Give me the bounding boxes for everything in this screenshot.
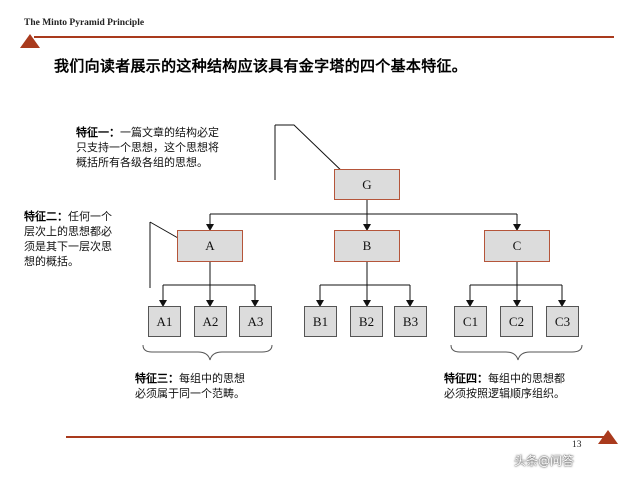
node-mid-c: C: [484, 230, 550, 262]
node-leaf-c3: C3: [546, 306, 579, 337]
slide-heading: 我们向读者展示的这种结构应该具有金字塔的四个基本特征。: [54, 57, 468, 75]
feature-three-note: 特征三：每组中的思想 必须属于同一个范畴。: [135, 372, 245, 400]
feature-four-note: 特征四：每组中的思想都 必须按照逻辑顺序组织。: [444, 372, 565, 400]
top-divider: [34, 36, 614, 38]
header-title: The Minto Pyramid Principle: [24, 18, 145, 28]
node-leaf-c2: C2: [500, 306, 533, 337]
bottom-divider: [66, 436, 611, 438]
node-leaf-a2: A2: [194, 306, 227, 337]
node-leaf-b1: B1: [304, 306, 337, 337]
node-root: G: [334, 169, 400, 200]
node-leaf-b2: B2: [350, 306, 383, 337]
node-leaf-a1: A1: [148, 306, 181, 337]
node-leaf-b3: B3: [394, 306, 427, 337]
triangle-bottom-icon: [598, 430, 618, 444]
feature-two-note: 特征二：任何一个 层次上的思想都必 须是其下一层次思 想的概括。: [24, 210, 112, 268]
feature-one-note: 特征一：一篇文章的结构必定 只支持一个思想，这个思想将 概括所有各级各组的思想。: [76, 126, 219, 169]
node-leaf-c1: C1: [454, 306, 487, 337]
watermark-text: 头条@问答: [514, 454, 575, 468]
node-mid-b: B: [334, 230, 400, 262]
node-mid-a: A: [177, 230, 243, 262]
node-leaf-a3: A3: [239, 306, 272, 337]
page-number: 13: [572, 440, 582, 450]
